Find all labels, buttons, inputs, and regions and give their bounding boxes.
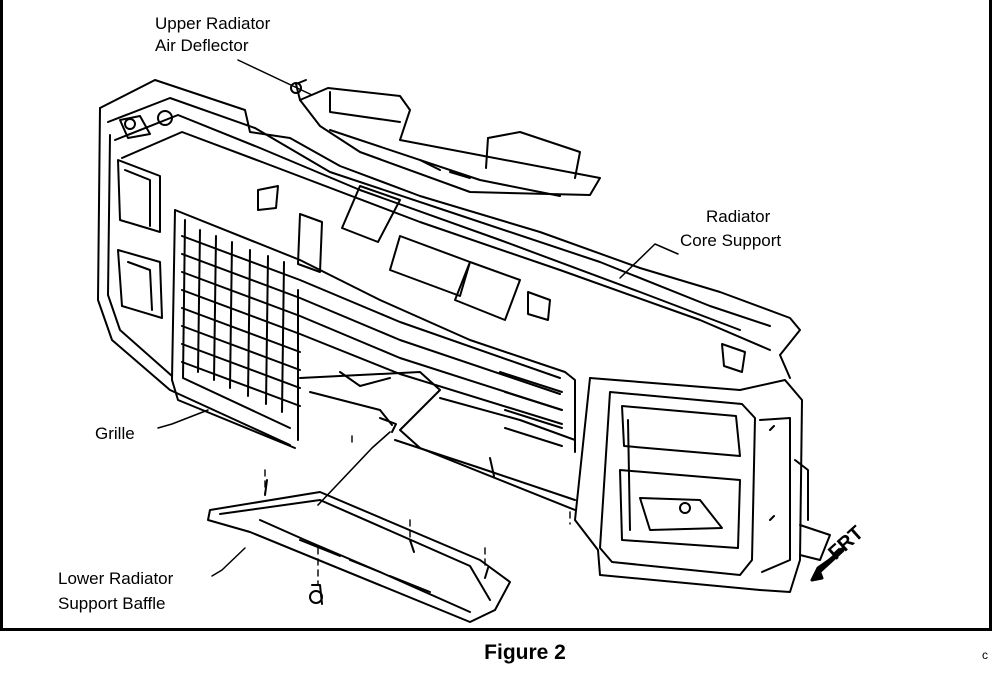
frame-left-border <box>0 0 3 628</box>
lower-support-baffle <box>207 479 511 623</box>
stray-mark: c <box>982 648 988 662</box>
label-upper-deflector-line1: Upper Radiator <box>155 14 271 33</box>
radiator-core-support <box>99 79 801 379</box>
baffle-connector-line <box>317 431 391 506</box>
label-lower-baffle-line1: Lower Radiator <box>58 569 174 588</box>
frame-bottom-border <box>0 628 992 631</box>
grille <box>171 209 576 453</box>
upper-air-deflector <box>290 79 601 197</box>
frame-right-border <box>989 0 992 628</box>
figure-caption: Figure 2 <box>484 641 566 664</box>
front-arrow-shaft <box>815 547 845 575</box>
assembly-guide-lines <box>264 435 571 586</box>
label-upper-deflector-line2: Air Deflector <box>155 36 249 55</box>
lower-crossmember <box>299 371 576 511</box>
right-headlamp-frame <box>574 377 831 593</box>
leader-lines <box>157 59 679 577</box>
left-side-frame <box>97 107 291 446</box>
label-core-support-line1: Radiator <box>706 207 771 226</box>
label-lower-baffle-line2: Support Baffle <box>58 594 166 613</box>
label-grille: Grille <box>95 424 135 443</box>
label-core-support-line2: Core Support <box>680 231 782 250</box>
